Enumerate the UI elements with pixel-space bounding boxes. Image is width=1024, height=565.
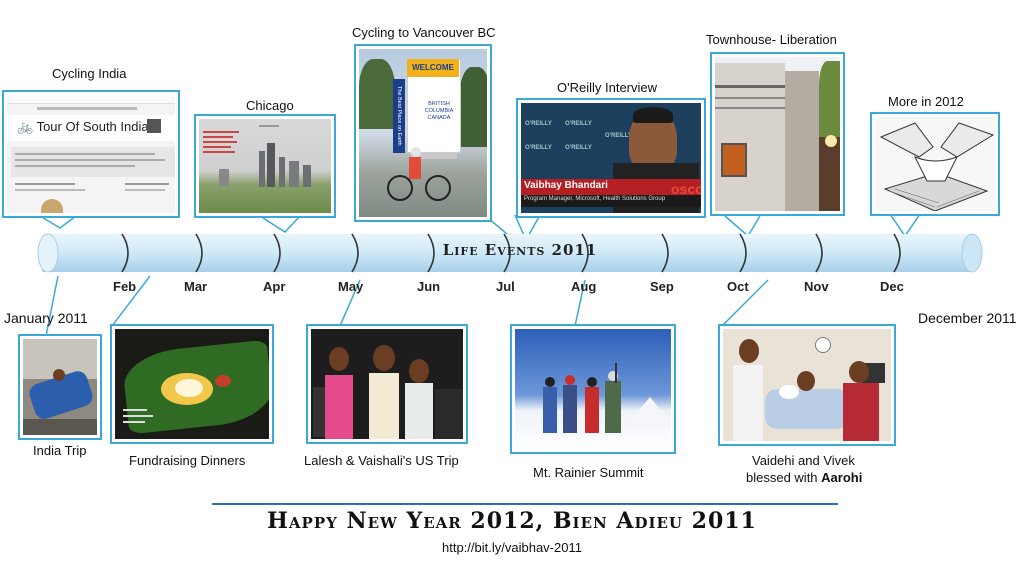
oreilly-watermark-2: O'REILLY	[565, 121, 592, 127]
event-label-aarohi-line2: blessed with Aarohi	[746, 470, 862, 485]
bc-slogan: The Best Place on Earth	[396, 86, 402, 146]
event-label-fundraising: Fundraising Dinners	[129, 453, 246, 468]
event-label-cycling-india: Cycling India	[52, 66, 127, 81]
event-label-mt-rainier: Mt. Rainier Summit	[533, 465, 644, 480]
month-label-may: May	[338, 279, 364, 294]
photo-us-trip	[306, 324, 468, 444]
month-label-oct: Oct	[727, 279, 749, 294]
month-label-jul: Jul	[496, 279, 515, 294]
photo-fundraising-dinners	[110, 324, 274, 444]
aarohi-line2-prefix: blessed with	[746, 470, 822, 485]
event-label-aarohi-line1: Vaidehi and Vivek	[752, 453, 855, 468]
month-label-jun: Jun	[417, 279, 441, 294]
bc-sign-line2: COLUMBIA	[424, 108, 454, 114]
oreilly-caption-name: Vaibhay Bhandari	[524, 180, 608, 191]
timeline-bar	[37, 233, 983, 273]
timeline-title: Life Events 2011	[442, 241, 598, 259]
event-label-cycling-vancouver: Cycling to Vancouver BC	[352, 25, 496, 40]
bc-sign-line1: BRITISH	[428, 101, 450, 107]
aarohi-name: Aarohi	[821, 470, 863, 485]
month-label-sep: Sep	[650, 279, 674, 294]
photo-aarohi	[718, 324, 896, 446]
bicycle-icon: 🚲	[17, 119, 34, 134]
photo-townhouse	[710, 52, 845, 216]
photo-chicago	[194, 114, 336, 218]
oscon-logo: oscon	[671, 181, 701, 197]
welcome-sign-text: WELCOME	[407, 59, 459, 77]
event-label-india-trip: India Trip	[33, 443, 87, 458]
month-label-dec: Dec	[880, 279, 904, 294]
oreilly-caption-role: Program Manager, Microsoft, Health Solut…	[524, 196, 666, 202]
photo-mt-rainier	[510, 324, 676, 454]
bc-sign-line3: CANADA	[427, 115, 451, 121]
oreilly-watermark-4: O'REILLY	[565, 145, 592, 151]
event-label-oreilly: O'Reilly Interview	[557, 80, 658, 95]
month-label-feb: Feb	[113, 279, 137, 294]
photo-more-2012	[870, 112, 1000, 216]
timeline-start-label: January 2011	[4, 310, 88, 326]
oreilly-watermark-1: O'REILLY	[525, 121, 552, 127]
photo-oreilly-interview: O'REILLY O'REILLY O'REILLY O'REILLY O'RE…	[516, 98, 706, 218]
month-label-aug: Aug	[571, 279, 597, 294]
map-thumbnail-icon	[147, 119, 161, 133]
event-label-more-2012: More in 2012	[888, 94, 964, 109]
footer-divider	[212, 503, 838, 505]
photo-vancouver: WELCOME BRITISH COLUMBIA CANADA The Best…	[354, 44, 492, 222]
gift-wrapping-illustration	[879, 122, 995, 211]
photo-india-trip	[18, 334, 102, 440]
event-label-chicago: Chicago	[246, 98, 294, 113]
month-label-nov: Nov	[804, 279, 829, 294]
tour-site-title: Tour Of South India	[36, 119, 149, 134]
photo-cycling-india: 🚲 Tour Of South India	[2, 90, 180, 218]
event-label-us-trip: Lalesh & Vaishali's US Trip	[304, 453, 459, 468]
month-label-apr: Apr	[263, 279, 286, 294]
footer-headline: Happy New Year 2012, Bien Adieu 2011	[267, 508, 757, 534]
month-label-mar: Mar	[184, 279, 208, 294]
timeline-end-label: December 2011	[918, 310, 1017, 326]
event-label-townhouse: Townhouse- Liberation	[706, 32, 837, 47]
oreilly-watermark-5: O'REILLY	[605, 133, 632, 139]
oreilly-watermark-3: O'REILLY	[525, 145, 552, 151]
footer-url[interactable]: http://bit.ly/vaibhav-2011	[442, 540, 582, 555]
